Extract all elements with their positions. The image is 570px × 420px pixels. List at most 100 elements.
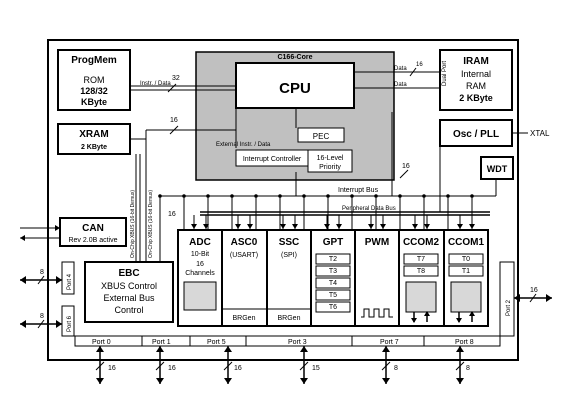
dual-port-label: Dual Port [442,61,448,86]
progmem-line-2: 128/32 [80,86,108,96]
port-width-tick [299,361,309,371]
gpt-timer-label: T5 [329,292,337,299]
port-width-tick [223,361,233,371]
external-instr-label: External Instr. / Data [216,142,271,148]
progmem-line-1: ROM [84,75,105,85]
ccom2-timer-box [403,265,439,277]
external-bus-width: 16 [170,117,178,124]
progmem-title: ProgMem [71,55,117,66]
port-width-tick [155,361,165,371]
external-instr-bus [130,108,297,262]
port-width-tick [381,361,391,371]
port6-width: 8 [40,313,44,320]
port1-label: Port 1 [152,339,171,346]
pec-label: PEC [313,132,330,141]
port-width-tick [95,361,105,371]
bus-drop-arrow [280,224,286,229]
port8-width: 8 [466,365,470,372]
port6-label: Port 6 [67,315,73,332]
osc-pll-title: Osc / PLL [453,129,499,140]
ebc-block [84,261,174,323]
ebc-line-2: External Bus [103,293,155,303]
peripheral-data-bus [159,146,490,262]
wdt-title: WDT [487,164,508,174]
peripheral-dividers [221,230,445,326]
ccom2-timer-box [403,253,439,265]
ccom2-title: CCOM2 [403,237,440,248]
progmem-line-3: KByte [81,97,107,107]
ebc-line-1: XBUS Control [101,281,157,291]
xram-title: XRAM [79,129,108,140]
ebc-title: EBC [118,268,139,279]
port8-label: Port 8 [455,339,474,346]
bus-drop-arrow [292,224,298,229]
port6-block [61,305,75,337]
bus-drop-arrow [380,224,386,229]
port7-width: 8 [394,365,398,372]
port-io-arrow [96,378,104,384]
adc-register-box [183,281,217,311]
cpu-block [235,62,355,109]
ssc-brgen: BRGen [278,315,301,322]
port2-block [499,261,515,337]
priority-label-1: 16-Level [317,155,344,162]
wdt-block [480,156,514,180]
port7-label: Port 7 [380,339,399,346]
core-title: C166-Core [277,54,312,61]
pec-block [297,127,345,143]
iram-title: IRAM [463,56,489,67]
port-io-arrow [382,378,390,384]
bus-drop-arrow [368,224,374,229]
can-io-arrows [20,225,60,241]
gpt-timer-box [315,289,351,301]
ssc-title: SSC [279,237,300,248]
port6-arrows [20,319,62,329]
adc-title: ADC [189,237,211,248]
iram-data2-label: Data [394,82,407,88]
port4-block [61,261,75,295]
ssc-sub: (SPI) [281,252,297,259]
can-sub: Rev 2.0B active [68,237,117,244]
port-io-arrow [300,346,308,352]
port3-label: Port 3 [288,339,307,346]
bus-drop-arrow [469,224,475,229]
port-io-arrow [96,346,104,352]
pwm-title: PWM [365,237,389,248]
ccom1-timer-box [448,265,484,277]
port4-width: 8 [40,269,44,276]
progmem-core-bus [130,83,236,93]
progmem-bus-label: Instr. / Data [140,81,171,87]
priority-block [307,149,353,173]
gpt-timer-label: T6 [329,304,337,311]
port-io-arrow [456,346,464,352]
port-io-arrow [156,378,164,384]
bus-drop-arrow [247,224,253,229]
iram-line-3: 2 KByte [459,93,493,103]
adc-line-1: 10-Bit [191,251,209,258]
ccom1-timer-label: T0 [462,256,470,263]
bus-drop-arrow [324,224,330,229]
port0-width: 16 [108,365,116,372]
bottom-port-dividers [141,336,425,346]
adc-line-3: Channels [185,270,215,277]
iram-line-2: RAM [466,81,486,91]
peripheral-bus-drops [191,215,475,230]
can-block [59,217,127,247]
cpu-iram-bus [354,67,440,89]
bottom-port-arrows [95,346,465,384]
bus-drop-arrow [235,224,241,229]
asc0-title: ASC0 [231,237,258,248]
pwm-waveform [361,308,393,318]
interrupt-bus-label: Interrupt Bus [338,187,379,194]
ccom1-timer-box [448,253,484,265]
gpt-timer-label: T4 [329,280,337,287]
adc-line-2: 16 [196,261,204,268]
ccom1-io-arrows [456,311,475,323]
bus-drop-arrow [203,224,209,229]
gpt-timer-label: T3 [329,268,337,275]
xbus-label-2: On-Chip XBUS (16-bit Demux) [148,190,154,258]
port2-label: Port 2 [506,299,512,316]
